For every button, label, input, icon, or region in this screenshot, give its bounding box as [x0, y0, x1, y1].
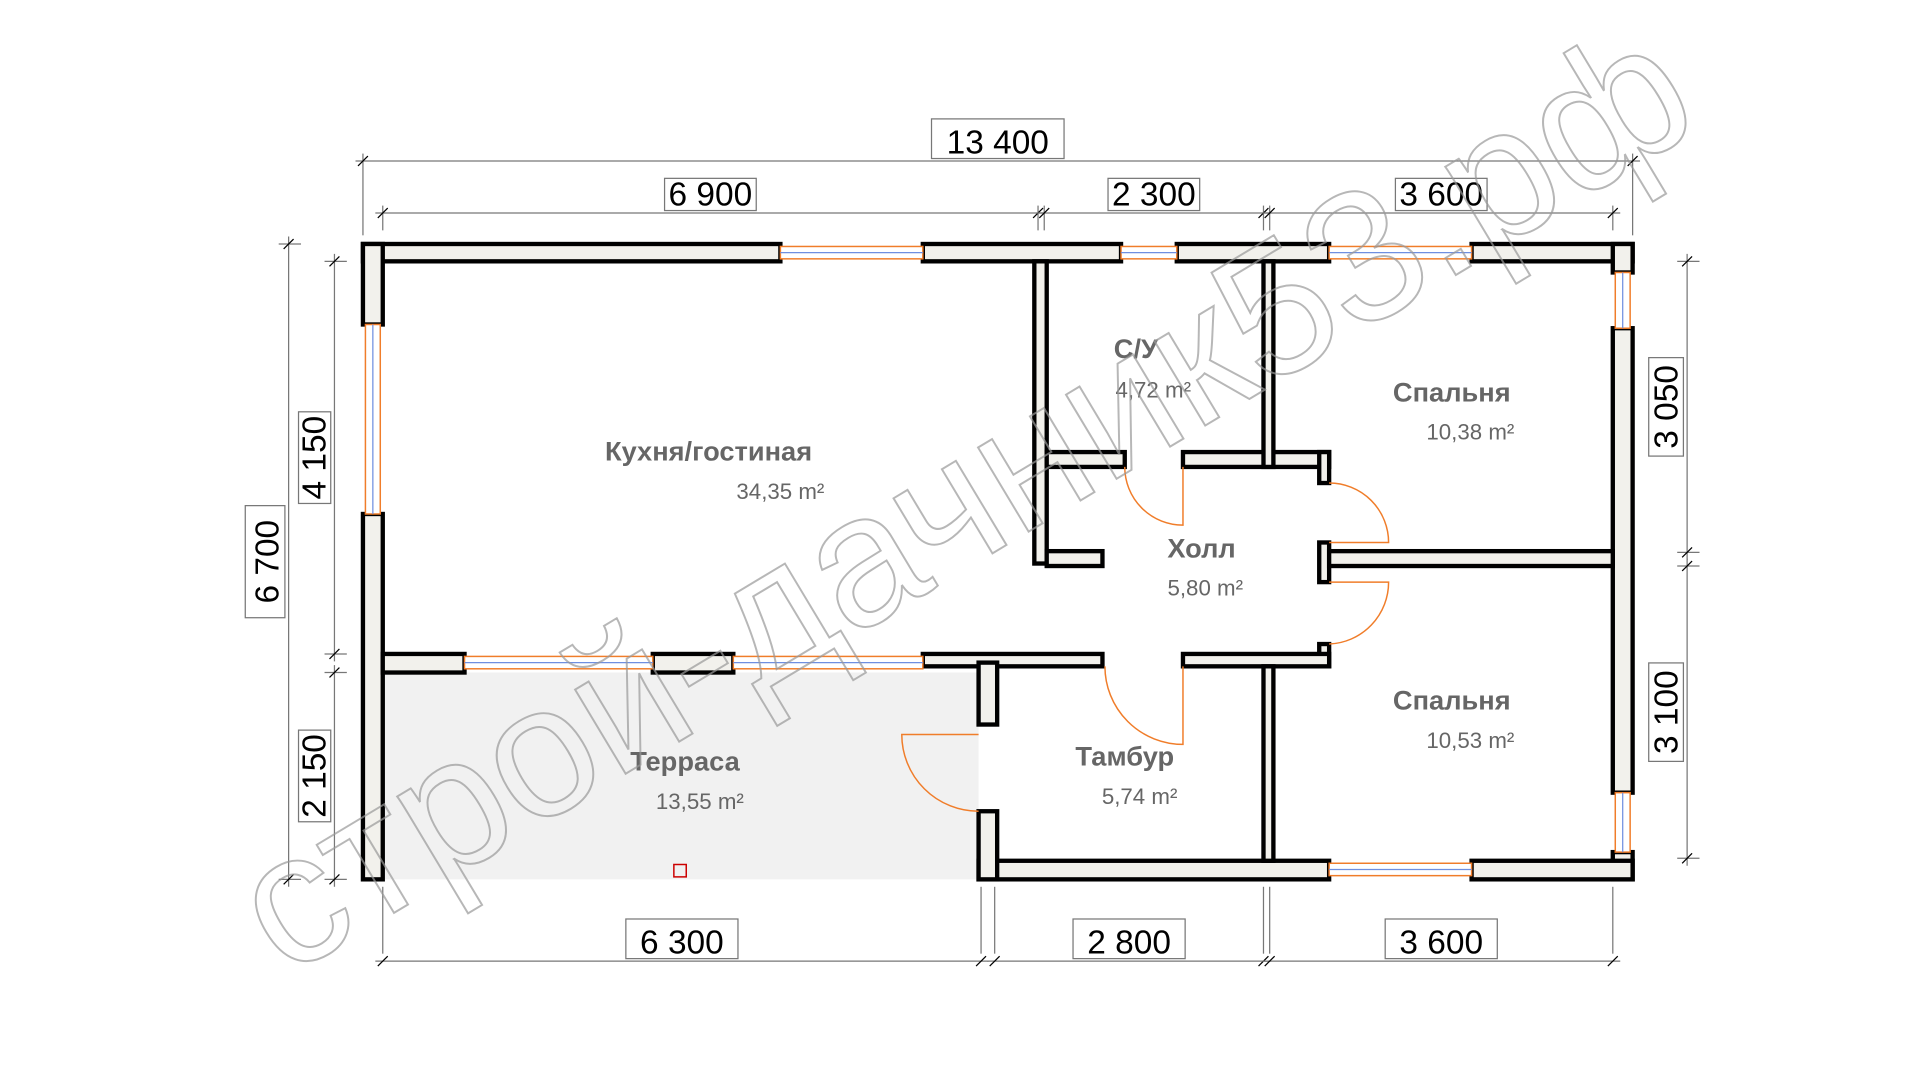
- dimension-right-2: 3 100: [1649, 670, 1686, 754]
- room-labels: Кухня/гостиная 34,35 m² С/У 4,72 m² Спал…: [605, 333, 1514, 814]
- dimension-tick: [1627, 155, 1639, 167]
- dimension-box: [663, 177, 757, 212]
- dimension-bottom-3: 3 600: [1399, 925, 1483, 962]
- wall: [1044, 449, 1127, 470]
- dimension-bottom-1: 6 300: [640, 925, 724, 962]
- dimension-left-1: 4 150: [296, 416, 333, 500]
- dimension-tick: [1681, 852, 1693, 864]
- room-area-hall: 5,80 m²: [1167, 576, 1243, 601]
- dimension-tick: [1681, 255, 1693, 267]
- doors: [901, 466, 1390, 812]
- room-name-hall: Холл: [1167, 532, 1235, 563]
- dimension-tick: [1264, 955, 1276, 967]
- dimension-lines: 13 400 6 900 2 300 3 600 6 300 2 800 3 600 6 70…: [244, 118, 1700, 967]
- wall: [920, 241, 1124, 264]
- dimension-top-2: 2 300: [1112, 177, 1196, 214]
- dimension-box: [1394, 177, 1488, 212]
- dimension-tick: [357, 155, 369, 167]
- room-name-terrace: Терраса: [630, 745, 740, 776]
- wall: [920, 651, 1105, 669]
- dimension-top-1: 6 900: [669, 177, 753, 214]
- wall: [976, 809, 1000, 882]
- wall: [976, 660, 1000, 727]
- dimension-tick: [1681, 560, 1693, 572]
- windows: [364, 245, 1631, 877]
- dimension-tick: [989, 955, 1001, 967]
- wall: [1180, 651, 1332, 669]
- dimension-tick: [329, 873, 340, 885]
- room-area-bedroom-1: 10,38 m²: [1426, 420, 1514, 445]
- room-name-vestibule: Тамбур: [1075, 740, 1174, 771]
- door-entrance: [901, 733, 979, 812]
- dimension-bottom-2: 2 800: [1087, 925, 1171, 962]
- room-area-vestibule: 5,74 m²: [1102, 784, 1178, 809]
- dimension-tick: [329, 648, 340, 660]
- dimension-tick: [377, 207, 389, 219]
- dimension-top-3: 3 600: [1399, 177, 1483, 214]
- dimension-tick: [329, 255, 340, 267]
- wall: [360, 241, 385, 327]
- door-hall: [1104, 666, 1184, 746]
- dimension-tick: [975, 955, 987, 967]
- door-bathroom: [1124, 466, 1184, 526]
- dimension-box: [1648, 662, 1685, 763]
- room-area-bathroom: 4,72 m²: [1115, 378, 1191, 403]
- dimension-tick: [1607, 955, 1619, 967]
- door-bedroom-2: [1329, 581, 1390, 645]
- dimension-left-total: 6 700: [249, 520, 286, 604]
- wall: [1610, 326, 1635, 795]
- wall: [1032, 259, 1049, 566]
- wall: [380, 651, 467, 675]
- wall: [360, 241, 783, 264]
- wall: [1317, 449, 1332, 486]
- dimension-top-total: 13 400: [947, 125, 1049, 162]
- wall: [976, 858, 1332, 882]
- room-name-bedroom-2: Спальня: [1393, 685, 1511, 716]
- terrace-floor: [382, 672, 979, 880]
- dimension-right-1: 3 050: [1649, 365, 1686, 449]
- post-marker: [673, 863, 687, 878]
- dimension-box: [1384, 918, 1498, 960]
- room-name-kitchen: Кухня/гостиная: [605, 436, 812, 467]
- room-name-bathroom: С/У: [1114, 333, 1159, 364]
- dimension-box: [625, 918, 739, 960]
- wall: [1469, 858, 1635, 882]
- dimension-box: [244, 505, 286, 619]
- dimension-tick: [377, 955, 389, 967]
- wall: [1044, 548, 1105, 569]
- dimension-tick: [283, 238, 295, 250]
- wall: [1261, 664, 1276, 863]
- dimension-tick: [1264, 207, 1276, 219]
- dimension-left-2: 2 150: [296, 734, 333, 818]
- dimension-tick: [1681, 546, 1693, 558]
- wall: [1326, 548, 1615, 569]
- room-name-bedroom-1: Спальня: [1393, 376, 1511, 407]
- dimension-tick: [329, 667, 340, 678]
- room-area-bedroom-2: 10,53 m²: [1426, 728, 1514, 753]
- door-bedroom-1: [1329, 482, 1390, 544]
- dimension-box: [930, 118, 1065, 160]
- room-area-terrace: 13,55 m²: [656, 789, 744, 814]
- room-area-kitchen: 34,35 m²: [736, 479, 824, 504]
- wall: [1610, 241, 1635, 275]
- dimension-box: [297, 411, 332, 505]
- dimension-tick: [1038, 207, 1050, 219]
- dimension-box: [297, 729, 332, 823]
- dimension-box: [1107, 177, 1201, 212]
- dimension-tick: [283, 873, 295, 885]
- dimension-tick: [1607, 207, 1619, 219]
- dimension-box: [1072, 918, 1186, 960]
- wall: [1261, 259, 1276, 470]
- dimension-box: [1648, 357, 1685, 457]
